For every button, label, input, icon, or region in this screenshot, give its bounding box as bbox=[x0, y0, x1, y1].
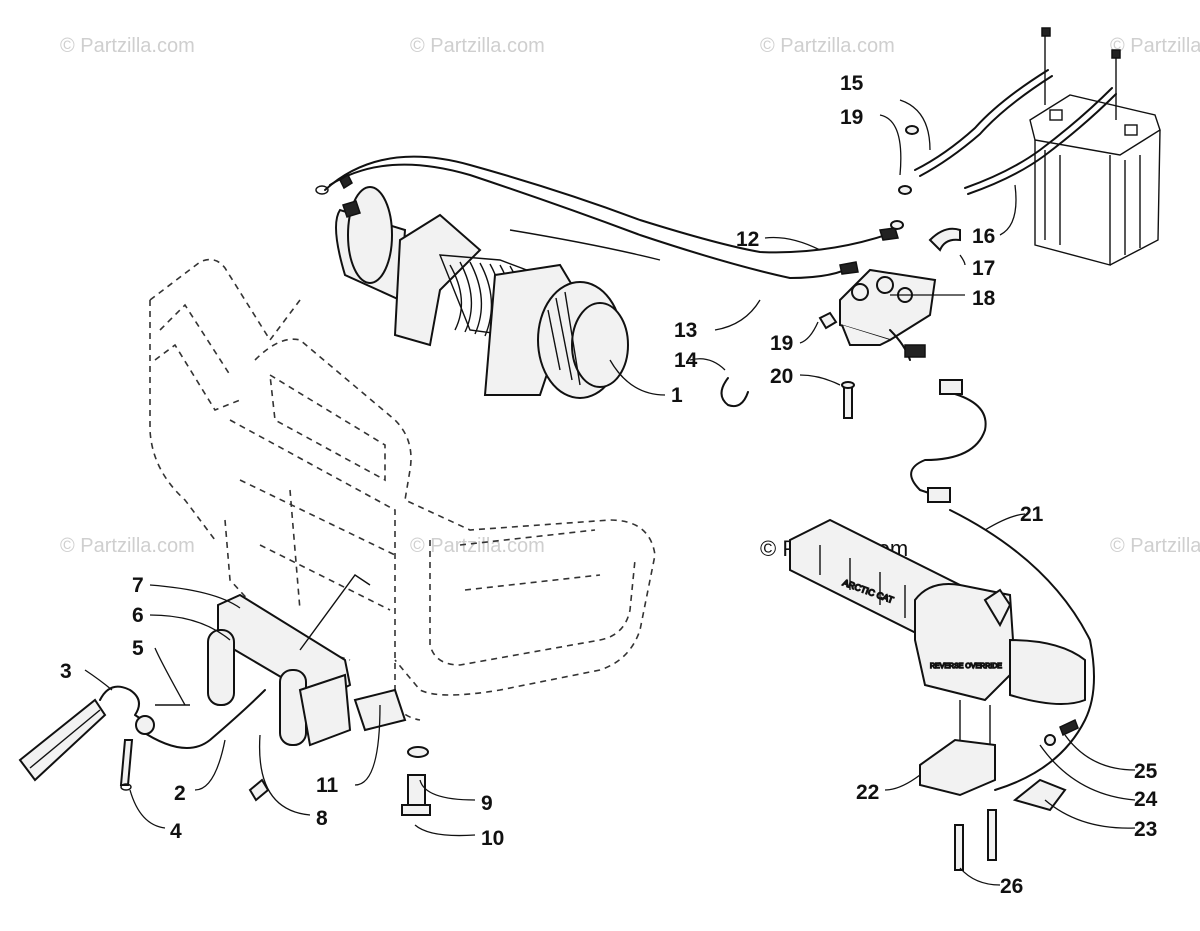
callout-9: 9 bbox=[481, 792, 493, 815]
watermark: © Partzilla.com bbox=[60, 35, 195, 57]
callout-19: 19 bbox=[770, 332, 793, 355]
callout-7: 7 bbox=[132, 574, 144, 597]
callout-18: 18 bbox=[972, 287, 996, 310]
callout-10: 10 bbox=[481, 827, 504, 850]
watermark: © Partzilla.com bbox=[1110, 535, 1200, 557]
leader-lines bbox=[84, 99, 1136, 886]
callout-1: 1 bbox=[671, 384, 683, 407]
callout-4: 4 bbox=[170, 820, 182, 843]
callout-22: 22 bbox=[856, 781, 879, 804]
callout-19: 19 bbox=[840, 106, 863, 129]
battery-cables bbox=[914, 69, 1117, 252]
callouts: 1 2 3 4 5 6 7 8 9 10 11 12 13 14 15 16 1… bbox=[60, 72, 1158, 898]
switch-harness bbox=[910, 379, 1095, 791]
watermark: © Partzilla.com bbox=[1110, 35, 1200, 57]
power-cables bbox=[315, 155, 899, 279]
callout-6: 6 bbox=[132, 604, 144, 627]
callout-13: 13 bbox=[674, 319, 697, 342]
callout-21: 21 bbox=[1020, 503, 1044, 526]
handlebar-switch: ARCTIC CAT REVERSE OVERRIDE bbox=[789, 518, 1086, 871]
callout-25: 25 bbox=[1134, 760, 1158, 783]
callout-23: 23 bbox=[1134, 818, 1157, 841]
callout-5: 5 bbox=[132, 637, 144, 660]
callout-26: 26 bbox=[1000, 875, 1023, 898]
callout-8: 8 bbox=[316, 807, 328, 830]
watermark: © Partzilla.com bbox=[410, 535, 545, 557]
fairlead-assembly bbox=[139, 574, 431, 816]
callout-15: 15 bbox=[840, 72, 864, 95]
callout-12: 12 bbox=[736, 228, 759, 251]
callout-20: 20 bbox=[770, 365, 793, 388]
hook-strap bbox=[18, 685, 190, 791]
watermarks: © Partzilla.com © Partzilla.com © Partzi… bbox=[60, 35, 1200, 561]
watermark: © Partzilla.com bbox=[60, 535, 195, 557]
cable-clip bbox=[720, 377, 749, 408]
callout-24: 24 bbox=[1134, 788, 1158, 811]
callout-11: 11 bbox=[316, 774, 339, 797]
battery bbox=[1029, 27, 1161, 266]
winch-assembly bbox=[335, 186, 629, 399]
switch-text: REVERSE OVERRIDE bbox=[930, 663, 1002, 670]
callout-16: 16 bbox=[972, 225, 995, 248]
callout-17: 17 bbox=[972, 257, 995, 280]
callout-14: 14 bbox=[674, 349, 698, 372]
callout-2: 2 bbox=[174, 782, 186, 805]
callout-3: 3 bbox=[60, 660, 72, 683]
solenoid bbox=[818, 125, 937, 419]
watermark: © Partzilla.com bbox=[760, 35, 895, 57]
watermark: © Partzilla.com bbox=[410, 35, 545, 57]
